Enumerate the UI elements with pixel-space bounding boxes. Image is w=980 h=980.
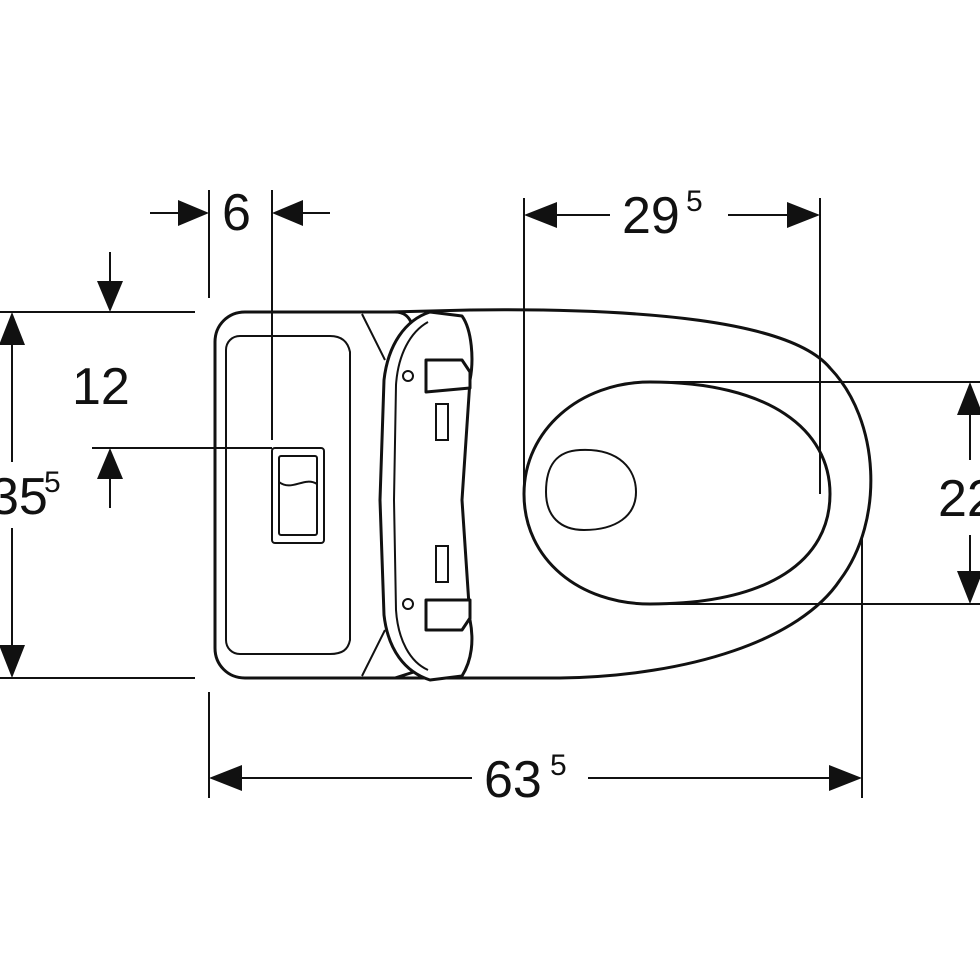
dim-6-arrow-left (178, 200, 209, 226)
dim-635-label: 63 (484, 751, 542, 809)
hinge-block-top (424, 358, 472, 394)
dim-635-arrow-right (829, 765, 862, 791)
hinge-slot-bottom (435, 545, 449, 583)
cistern-shoulder-bottom (361, 629, 386, 677)
cistern-lid-panel (225, 335, 351, 655)
dim-355-label-sup: 5 (44, 466, 61, 499)
hinge-slot-top (435, 403, 449, 441)
dim-12-arrow-top (97, 281, 123, 312)
dim-6-arrow-right (272, 200, 303, 226)
dim-12-arrow-bottom (97, 448, 123, 479)
bowl-water-area (544, 448, 638, 532)
hinge-block-bottom (424, 598, 472, 632)
cistern-shoulder-top (361, 313, 386, 361)
dim-295-label: 29 (622, 187, 680, 245)
dim-295-label-sup: 5 (686, 185, 703, 218)
dim-295-arrow-left (524, 202, 557, 228)
flush-button-divider (278, 480, 318, 487)
dim-22-arrow-bottom (957, 571, 980, 604)
dim-355-label-bg (0, 462, 72, 528)
dim-355-arrow-top (0, 312, 25, 345)
dim-22-label: 22 (938, 470, 980, 528)
dim-635-arrow-left (209, 765, 242, 791)
flush-button-frame (271, 447, 325, 544)
dim-12-label: 12 (72, 358, 130, 416)
hinge-bolt-top (402, 370, 414, 382)
seat-opening (522, 380, 832, 606)
dim-6-label: 6 (222, 184, 251, 242)
dim-22-arrow-top (957, 382, 980, 415)
hinge-bolt-bottom (402, 598, 414, 610)
dim-295-arrow-right (787, 202, 820, 228)
dim-355-arrow-bottom (0, 645, 25, 678)
dim-635-label-sup: 5 (550, 749, 567, 782)
seat-hinge-band-inner (392, 321, 429, 671)
flush-button-inner (278, 455, 318, 536)
dim-355-label: 35 (0, 468, 48, 526)
